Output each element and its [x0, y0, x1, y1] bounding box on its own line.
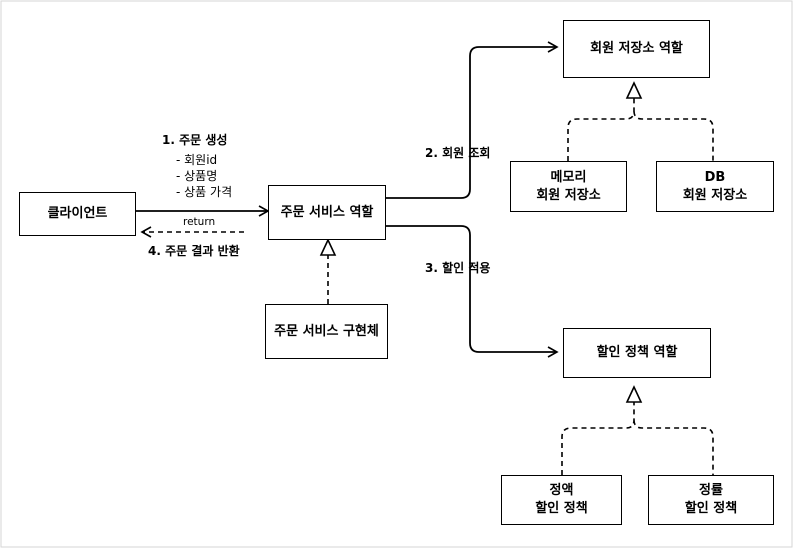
- return-label: return: [183, 216, 216, 228]
- rate-discount-label-line1: 정률: [699, 483, 723, 498]
- apply-discount-label: 3. 할인 적용: [425, 261, 491, 275]
- fixed-discount-label-line1: 정액: [549, 483, 574, 498]
- memory-repo-label-line2: 회원 저장소: [536, 187, 601, 203]
- rate-discount-box: 정률 할인 정책: [648, 475, 774, 525]
- order-service-role-label: 주문 서비스 역할: [280, 204, 374, 220]
- apply-discount-arrow: [386, 225, 559, 358]
- order-service-role-box: 주문 서비스 역할: [268, 185, 386, 240]
- memory-repo-label-line1: 메모리: [550, 169, 587, 185]
- db-repo-label-line1: DB: [704, 169, 726, 185]
- create-detail-product-price: - 상품 가격: [176, 185, 233, 199]
- member-repo-role-label: 회원 저장소 역할: [590, 41, 683, 56]
- create-detail-product-name: - 상품명: [176, 169, 218, 183]
- client-label: 클라이언트: [47, 206, 108, 221]
- order-result-label: 4. 주문 결과 반환: [148, 244, 240, 258]
- member-repo-realization-line: [567, 98, 714, 161]
- memory-repo-box: 메모리 회원 저장소: [510, 161, 627, 212]
- order-service-impl-label: 주문 서비스 구현체: [274, 323, 379, 339]
- client-box: 클라이언트: [19, 192, 136, 236]
- fixed-discount-label-line2: 할인 정책: [535, 501, 588, 516]
- db-repo-label-line2: 회원 저장소: [682, 187, 748, 203]
- db-repo-box: DB 회원 저장소: [656, 161, 774, 212]
- order-service-impl-box: 주문 서비스 구현체: [265, 304, 388, 359]
- create-detail-member-id: - 회원id: [176, 153, 218, 167]
- member-lookup-arrow: [386, 41, 559, 199]
- member-repo-role-box: 회원 저장소 역할: [563, 20, 710, 78]
- discount-role-label: 할인 정책 역할: [596, 345, 678, 360]
- create-order-label: 1. 주문 생성: [162, 133, 228, 147]
- fixed-discount-box: 정액 할인 정책: [501, 475, 622, 525]
- discount-realization-line: [561, 402, 714, 475]
- rate-discount-label-line2: 할인 정책: [684, 501, 738, 516]
- member-lookup-label: 2. 회원 조회: [425, 146, 491, 160]
- member-repo-realization-head: [625, 81, 643, 99]
- discount-role-box: 할인 정책 역할: [563, 328, 711, 378]
- order-impl-realization-head: [319, 238, 337, 256]
- discount-realization-head: [625, 385, 643, 403]
